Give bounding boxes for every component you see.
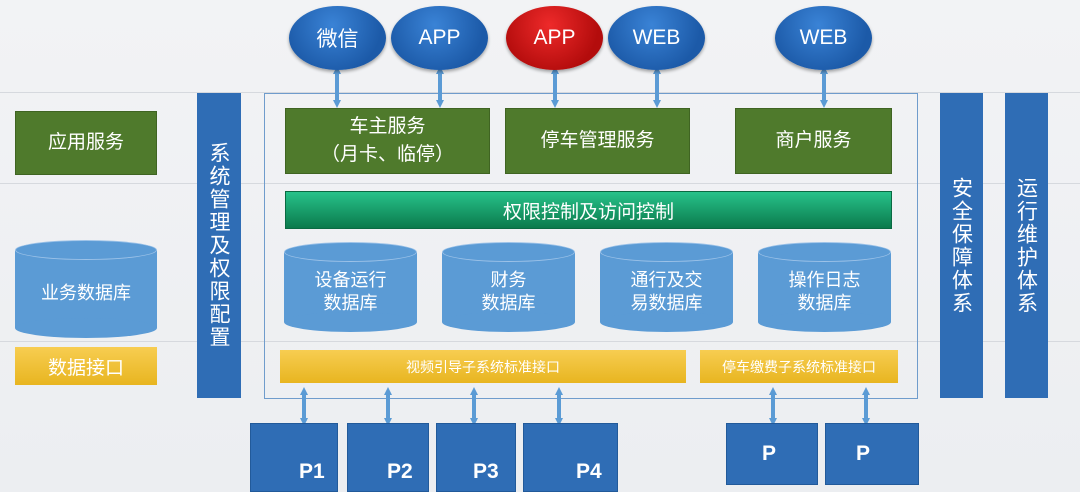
row-divider-top [0,92,1080,93]
device-box-p6: P [825,423,919,485]
finance-db-line1: 财务 [490,269,527,291]
device-db-cylinder: 设备运行 数据库 [284,242,417,332]
ops-system-bar: 运行维护体系 [1005,93,1048,398]
business-db-cylinder: 业务数据库 [15,240,157,338]
parking-service-box: 停车管理服务 [505,108,690,174]
transaction-db-line1: 通行及交 [630,269,703,291]
transaction-db-line2: 易数据库 [630,293,703,314]
owner-service-box: 车主服务 （月卡、临停） [285,108,490,174]
device-box-p2: P2 [347,423,429,492]
access-control-bar: 权限控制及访问控制 [285,191,892,229]
oplog-db-line1: 操作日志 [788,269,861,291]
oplog-db-cylinder: 操作日志 数据库 [758,242,891,332]
owner-service-subtitle: （月卡、临停） [320,143,454,165]
device-box-p1: P1 [250,423,338,492]
system-management-label: 系统管理及权限配置 [207,142,231,349]
client-wechat-node: 微信 [289,6,386,70]
transaction-db-cylinder: 通行及交 易数据库 [600,242,733,332]
finance-db-line2: 数据库 [481,293,536,314]
video-interface-bar: 视频引导子系统标准接口 [280,350,686,383]
row-divider-lower [0,341,1080,342]
ops-system-label: 运行维护体系 [1014,176,1039,315]
oplog-db-line2: 数据库 [797,293,852,314]
device-label-p3: P3 [473,460,499,483]
device-label-p6: P [856,442,871,465]
device-box-p5: P [726,423,818,485]
device-db-line2: 数据库 [323,293,378,314]
payment-interface-bar: 停车缴费子系统标准接口 [700,350,898,383]
client-app-node: APP [391,6,488,70]
device-label-p1: P1 [299,460,325,483]
device-box-p4: P4 [523,423,618,492]
system-management-bar: 系统管理及权限配置 [197,93,241,398]
security-system-label: 安全保障体系 [949,176,974,315]
finance-db-cylinder: 财务 数据库 [442,242,575,332]
business-db-label: 业务数据库 [41,283,131,305]
merchant-service-box: 商户服务 [735,108,892,174]
device-db-line1: 设备运行 [314,269,387,291]
client-app-highlight-node: APP [506,6,603,70]
client-web-merchant-node: WEB [775,6,872,70]
app-service-label: 应用服务 [15,111,157,175]
data-interface-label: 数据接口 [15,347,157,385]
client-web-node: WEB [608,6,705,70]
device-label-p4: P4 [576,460,602,483]
owner-service-title: 车主服务 [349,115,426,138]
row-divider-middle [0,183,1080,184]
device-box-p3: P3 [436,423,516,492]
device-label-p2: P2 [387,460,413,483]
security-system-bar: 安全保障体系 [940,93,983,398]
device-label-p5: P [762,442,777,465]
platform-frame [264,93,918,399]
